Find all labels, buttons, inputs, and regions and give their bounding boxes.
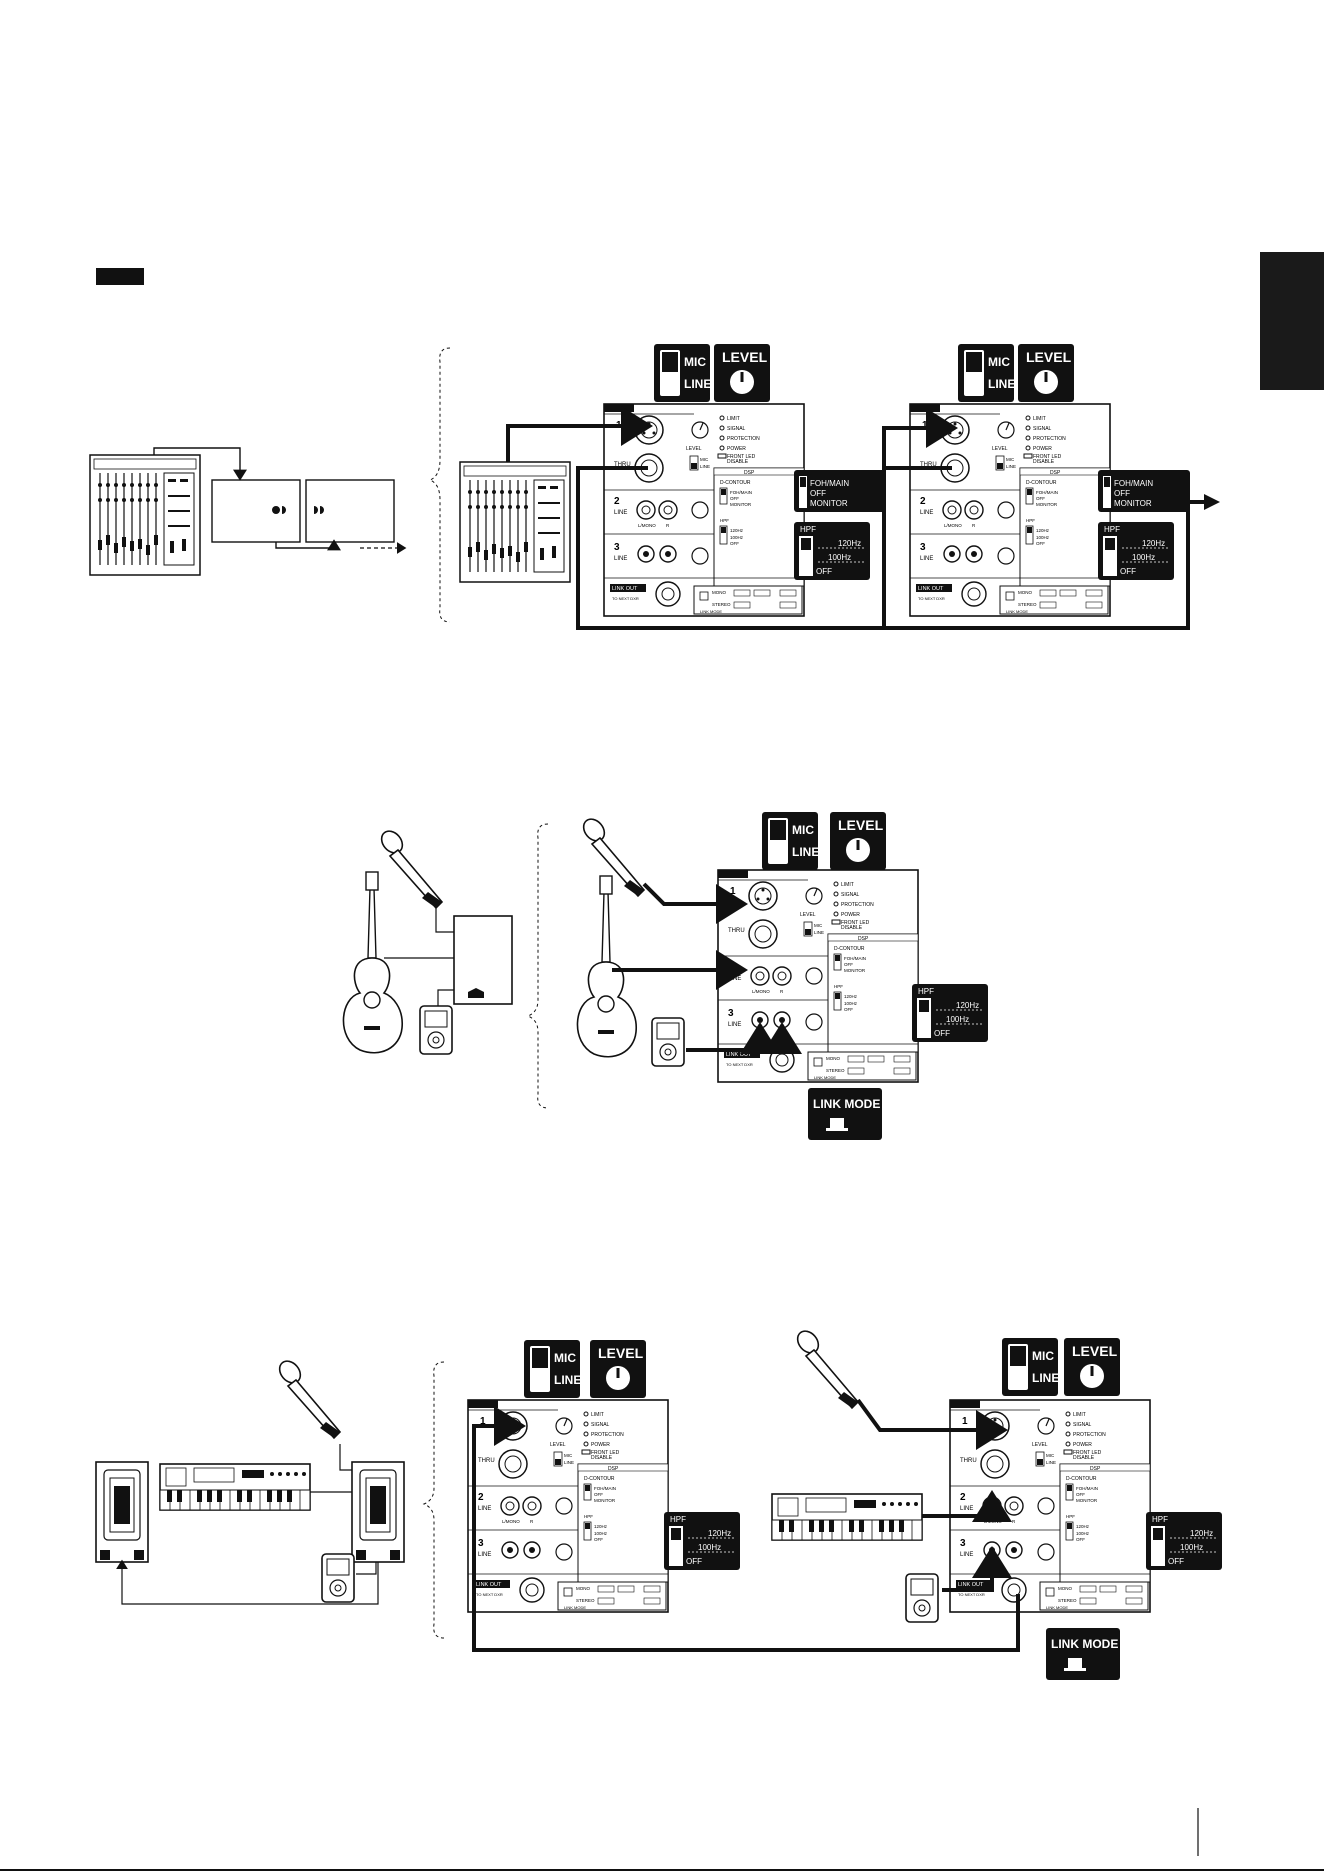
level-callout-3a: LEVEL bbox=[590, 1340, 646, 1398]
svg-text:MIC: MIC bbox=[792, 823, 814, 837]
svg-text:LEVEL: LEVEL bbox=[1072, 1343, 1118, 1359]
svg-text:FOH/MAIN: FOH/MAIN bbox=[810, 479, 849, 488]
link-mode-callout-2: LINK MODE bbox=[808, 1088, 882, 1140]
svg-text:LINE: LINE bbox=[988, 377, 1015, 391]
hpf-callout-3b: HPF 120Hz 100Hz OFF bbox=[1146, 1512, 1222, 1570]
hpf-callout-1a: HPF 120Hz 100Hz OFF bbox=[794, 522, 870, 580]
level-callout-1a: LEVEL bbox=[714, 344, 770, 402]
rear-panel-1b bbox=[910, 404, 1110, 616]
svg-text:OFF: OFF bbox=[1120, 567, 1136, 576]
svg-text:100Hz: 100Hz bbox=[1180, 1543, 1203, 1552]
svg-text:MONITOR: MONITOR bbox=[1114, 499, 1152, 508]
svg-text:OFF: OFF bbox=[1168, 1557, 1184, 1566]
svg-text:LINE: LINE bbox=[792, 845, 819, 859]
level-callout-2: LEVEL bbox=[830, 812, 886, 870]
svg-text:MIC: MIC bbox=[554, 1351, 576, 1365]
svg-text:HPF: HPF bbox=[670, 1515, 686, 1524]
svg-text:100Hz: 100Hz bbox=[946, 1015, 969, 1024]
svg-text:LEVEL: LEVEL bbox=[722, 349, 768, 365]
mic-line-callout-3b: MIC LINE bbox=[1002, 1338, 1059, 1396]
level-callout-1b: LEVEL bbox=[1018, 344, 1074, 402]
svg-text:LEVEL: LEVEL bbox=[838, 817, 884, 833]
hpf-callout-1b: HPF 120Hz 100Hz OFF bbox=[1098, 522, 1174, 580]
svg-text:OFF: OFF bbox=[934, 1029, 950, 1038]
svg-text:120Hz: 120Hz bbox=[838, 539, 861, 548]
svg-text:OFF: OFF bbox=[1114, 489, 1130, 498]
svg-text:OFF: OFF bbox=[816, 567, 832, 576]
svg-text:HPF: HPF bbox=[1104, 525, 1120, 534]
svg-text:100Hz: 100Hz bbox=[828, 553, 851, 562]
svg-text:100Hz: 100Hz bbox=[1132, 553, 1155, 562]
link-mode-callout-3b: LINK MODE bbox=[1046, 1628, 1120, 1680]
svg-text:HPF: HPF bbox=[918, 987, 934, 996]
brace-2 bbox=[528, 824, 548, 1108]
svg-text:LEVEL: LEVEL bbox=[1026, 349, 1072, 365]
dcontour-callout-1a: FOH/MAIN OFF MONITOR bbox=[794, 470, 886, 512]
dcontour-callout-1b: FOH/MAIN OFF MONITOR bbox=[1098, 470, 1190, 512]
mic-line-callout-1a: MIC LINE bbox=[654, 344, 711, 402]
svg-text:LINE: LINE bbox=[1032, 1371, 1059, 1385]
svg-text:OFF: OFF bbox=[810, 489, 826, 498]
svg-text:HPF: HPF bbox=[1152, 1515, 1168, 1524]
brace-3 bbox=[424, 1362, 444, 1638]
hpf-callout-2: HPF 120Hz 100Hz OFF bbox=[912, 984, 988, 1042]
svg-text:LINE: LINE bbox=[554, 1373, 581, 1387]
speaker-right-3 bbox=[352, 1462, 404, 1562]
svg-text:120Hz: 120Hz bbox=[1142, 539, 1165, 548]
svg-text:LINE: LINE bbox=[684, 377, 711, 391]
mic-line-callout-3a: MIC LINE bbox=[524, 1340, 581, 1398]
svg-text:120Hz: 120Hz bbox=[708, 1529, 731, 1538]
mic-line-callout-1b: MIC LINE bbox=[958, 344, 1015, 402]
svg-text:FOH/MAIN: FOH/MAIN bbox=[1114, 479, 1153, 488]
rear-panel-3a bbox=[468, 1400, 668, 1612]
speaker-box-b bbox=[306, 480, 394, 542]
rear-panel-1a bbox=[604, 404, 804, 616]
svg-text:MIC: MIC bbox=[1032, 1349, 1054, 1363]
svg-text:120Hz: 120Hz bbox=[956, 1001, 979, 1010]
svg-text:LINK MODE: LINK MODE bbox=[1051, 1637, 1118, 1651]
brace-1 bbox=[430, 348, 450, 622]
svg-text:LINK MODE: LINK MODE bbox=[813, 1097, 880, 1111]
level-callout-3b: LEVEL bbox=[1064, 1338, 1120, 1396]
svg-text:MIC: MIC bbox=[684, 355, 706, 369]
svg-text:OFF: OFF bbox=[686, 1557, 702, 1566]
svg-text:MIC: MIC bbox=[988, 355, 1010, 369]
svg-text:LEVEL: LEVEL bbox=[598, 1345, 644, 1361]
section3-keyboard-mic-ipod-pair: MIC LINE LEVEL HPF 120Hz 100Hz OFF MIC L… bbox=[96, 1327, 1222, 1680]
svg-text:120Hz: 120Hz bbox=[1190, 1529, 1213, 1538]
mic-line-callout-2: MIC LINE bbox=[762, 812, 819, 870]
keyboard-3b bbox=[772, 1494, 922, 1540]
svg-text:HPF: HPF bbox=[800, 525, 816, 534]
section1-daisy-chain: MIC LINE LEVEL MIC LINE LEVEL FOH/MAIN O… bbox=[90, 344, 1220, 628]
svg-text:100Hz: 100Hz bbox=[698, 1543, 721, 1552]
section2-mic-guitar-ipod: MIC LINE LEVEL HPF 120Hz 100Hz OFF LINK … bbox=[343, 812, 988, 1140]
hpf-callout-3a: HPF 120Hz 100Hz OFF bbox=[664, 1512, 740, 1570]
keyboard-3a bbox=[160, 1464, 310, 1510]
speaker-left-3 bbox=[96, 1462, 148, 1562]
svg-text:MONITOR: MONITOR bbox=[810, 499, 848, 508]
speaker-box-a bbox=[212, 480, 300, 542]
speaker-cabinet-2 bbox=[454, 916, 512, 1004]
